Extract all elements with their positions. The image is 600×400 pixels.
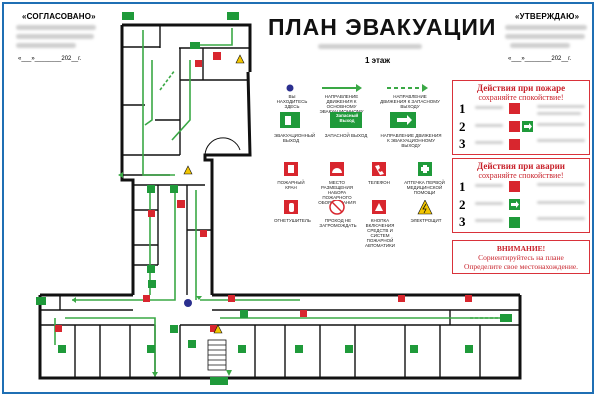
accident-step-number: 1 [459,179,466,194]
approval-left-date: «___»________202__г. [18,56,82,62]
redacted-org-name [318,44,422,49]
legend-label: АПТЕЧКА ПЕРВОЙ МЕДИЦИНСКОЙ ПОМОЩИ [404,180,445,195]
fire-step-number: 1 [459,101,466,116]
you-are-here-marker [184,299,192,307]
fire-signs [55,52,472,332]
redacted-text [505,34,585,39]
legend-label: КНОПКА ВКЛЮЧЕНИЯ СРЕДСТВ И СИСТЕМ ПОЖАРН… [365,218,395,248]
legend-label: ПОЖАРНЫЙ КРАН [277,180,305,190]
legend-label: ТЕЛЕФОН [368,180,390,185]
redacted-text [475,219,503,222]
exit-signs [36,12,512,385]
plan-title: ПЛАН ЭВАКУАЦИИ [268,14,497,40]
accident-step-icons [509,181,520,228]
redacted-text [16,25,96,30]
building-walls [38,23,522,380]
accident-panel-title: Действия при аварии [477,161,565,171]
legend-label: ЭВАКУАЦИОННЫЙ ВЫХОД [274,133,316,143]
legend-label: ЭЛЕКТРОЩИТ [410,218,442,223]
redacted-text [475,106,503,109]
accident-panel-subtitle: сохраняйте спокойствие! [478,171,564,180]
legend-label: НАПРАВЛЕНИЕ ДВИЖЕНИЯ К ЗАПАСНОМУ ВЫХОДУ [380,94,440,109]
redacted-text [16,43,76,48]
fire-panel-title: Действия при пожаре [476,83,566,93]
fire-step-icons [509,103,533,150]
approval-left-title: «СОГЛАСОВАНО» [22,12,96,21]
redacted-text [537,139,585,142]
fire-step-number: 2 [459,119,466,134]
notice-line-1: Сориентируйтесь на плане [478,253,564,262]
redacted-text [16,34,94,39]
redacted-text [475,202,503,205]
orientation-notice: ВНИМАНИЕ! Сориентируйтесь на плане Опред… [452,240,590,274]
legend-row-exits [280,112,416,128]
legend-label: ПРОХОД НЕ ЗАГРОМОЖДАТЬ [319,218,357,228]
redacted-text [510,43,570,48]
redacted-text [537,105,585,108]
approval-right-title: «УТВЕРЖДАЮ» [515,12,580,21]
evacuation-routes [54,28,500,375]
fire-step-number: 3 [459,136,466,151]
spare-routes [159,69,505,319]
redacted-text [505,25,587,30]
redacted-text [475,141,503,144]
approval-right-date: «___»________202__г. [508,56,572,62]
floor-label: 1 этаж [365,56,391,65]
spare-exit-sign-text: Запасный Выход [335,113,359,123]
legend-label: НАПРАВЛЕНИЕ ДВИЖЕНИЯ К ЭВАКУАЦИОННОМУ ВЫ… [380,133,442,148]
notice-title: ВНИМАНИЕ! [496,244,546,253]
route-arrowheads [72,172,232,377]
redacted-text [537,123,585,126]
fire-panel-subtitle: сохраняйте спокойствие! [478,93,564,102]
accident-actions-panel: Действия при аварии сохраняйте спокойств… [452,158,590,233]
redacted-text [537,112,581,115]
redacted-text [537,217,585,220]
redacted-text [537,183,585,186]
accident-step-number: 2 [459,197,466,212]
notice-line-2: Определите свое местонахождение. [463,262,579,271]
legend: ВЫ НАХОДИТЕСЬ ЗДЕСЬ НАПРАВЛЕНИЕ ДВИЖЕНИЯ… [272,80,447,280]
legend-label: ОГНЕТУШИТЕЛЬ [274,218,311,223]
legend-label: ВЫ НАХОДИТЕСЬ ЗДЕСЬ [276,94,308,109]
redacted-text [537,201,585,204]
legend-row-equipment [284,200,433,215]
warning-signs [183,54,245,334]
legend-label: ЗАПАСНОЙ ВЫХОД [324,133,368,138]
door-swing [204,137,241,156]
redacted-text [475,124,503,127]
legend-row-routes [286,84,428,92]
fire-actions-panel: Действия при пожаре сохраняйте спокойств… [452,80,590,155]
interior-walls [40,25,520,378]
redacted-text [475,184,503,187]
staircase [207,339,227,371]
accident-step-number: 3 [459,214,466,229]
legend-row-fire [284,162,432,176]
